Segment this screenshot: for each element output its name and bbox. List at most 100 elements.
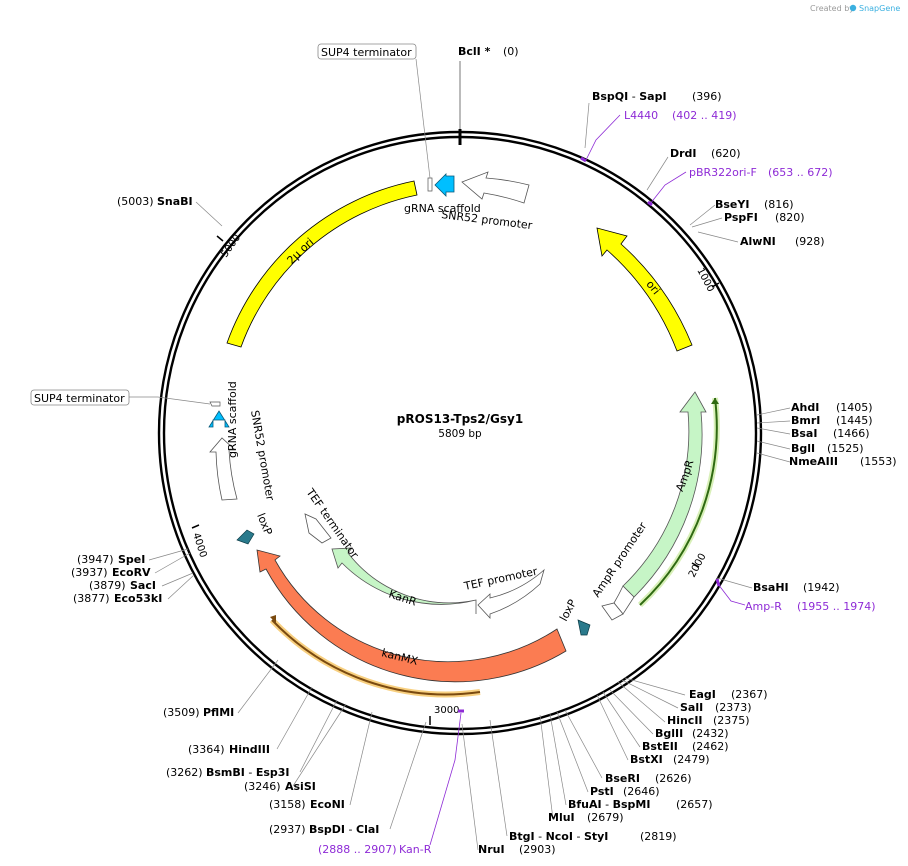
feature-tef-promoter: [477, 568, 545, 620]
snapgene-credit: Created by SnapGene: [810, 4, 900, 13]
features-inner-amp: AmpR AmpR promoter: [590, 391, 720, 621]
site-asisi: AsiSI: [285, 780, 316, 793]
site-bsai-pos: (1466): [833, 427, 870, 440]
sup4-label-left: SUP4 terminator: [34, 392, 125, 405]
feature-grna-scaffold-top: [434, 173, 455, 197]
site-ahdi-pos: (1405): [836, 401, 873, 414]
label-grna-scaffold-top: gRNA scaffold: [404, 202, 481, 215]
site-saci: SacI: [130, 579, 156, 592]
site-alwni-pos: (928): [795, 235, 825, 248]
site-top: BclI * (0): [458, 45, 519, 129]
credit-text: Created by: [810, 4, 854, 13]
site-bmri-pos: (1445): [836, 414, 873, 427]
feature-snr52-left: [209, 437, 238, 501]
site-bfuai-pos: (2657): [676, 798, 713, 811]
tick-label-3000: 3000: [434, 705, 459, 716]
primer-markers: [429, 114, 746, 846]
site-bspqi-pos: (396): [692, 90, 722, 103]
features-outer: ori 2μ ori gRNA scaffold SNR52 promoter: [226, 171, 693, 352]
site-eco53ki-pos: (3877): [73, 592, 110, 605]
site-btgi-pos: (2819): [640, 830, 677, 843]
site-nrui: NruI: [478, 843, 505, 856]
feature-2mu-ori: [226, 180, 418, 348]
sup4-box-top: [317, 43, 417, 60]
label-snr52-left: SNR52 promoter: [248, 409, 277, 502]
primer-bar-ampr: [639, 397, 718, 606]
site-hincii: HincII: [667, 714, 703, 727]
site-sali: SalI: [680, 701, 703, 714]
label-loxp-right: loxP: [557, 597, 579, 623]
primer-ampr-name: Amp-R: [745, 600, 782, 613]
site-hindiii-pos: (3364): [188, 743, 225, 756]
feature-ampr-promoter-head: [601, 602, 624, 621]
snapgene-logo-icon: [849, 4, 857, 12]
site-pflmi: PflMI: [203, 706, 234, 719]
primer-l4440-range: (402 .. 419): [672, 109, 737, 122]
site-bstxi: BstXI: [630, 753, 663, 766]
label-snr52-top: SNR52 promoter: [441, 208, 534, 232]
site-snabi-pos: (5003): [117, 195, 154, 208]
primer-pbr322-name: pBR322ori-F: [689, 166, 757, 179]
feature-ori: [596, 227, 693, 352]
primer-mark-l4440: [580, 156, 587, 163]
site-bfuai: BfuAI - BspMI: [568, 798, 650, 811]
site-hincii-pos: (2375): [713, 714, 750, 727]
site-nrui-pos: (2903): [519, 843, 556, 856]
feature-loxp-left: [236, 529, 255, 545]
plasmid-title: pROS13-Tps2/Gsy1 5809 bp: [397, 412, 523, 440]
site-bseyi-pos: (816): [764, 198, 794, 211]
plasmid-name: pROS13-Tps2/Gsy1: [397, 412, 523, 426]
label-grna-scaffold-left: gRNA scaffold: [226, 381, 239, 458]
primer-bar-ampr-head: [711, 398, 719, 404]
label-kanr: KanR: [387, 587, 418, 608]
site-psti-pos: (2646): [623, 785, 660, 798]
site-bmri: BmrI: [791, 414, 820, 427]
site-drdi: DrdI: [670, 147, 697, 160]
site-bcli-enzyme: BclI *: [458, 45, 491, 58]
credit-brand: SnapGene: [859, 4, 900, 13]
site-bsmbi: BsmBI - Esp3I: [206, 766, 290, 779]
site-mlui: MluI: [548, 811, 575, 824]
site-sali-pos: (2373): [715, 701, 752, 714]
sites-right: BspQI - SapI (396) L4440 (402 .. 419) Dr…: [478, 90, 897, 856]
tick-2000: [691, 562, 700, 568]
primer-kanr-name: Kan-R: [399, 843, 432, 856]
site-bspqi: BspQI - SapI: [592, 90, 667, 103]
site-nmeaiii-pos: (1553): [860, 455, 897, 468]
label-loxp-left: loxP: [254, 511, 275, 537]
site-nmeaiii: NmeAIII: [789, 455, 838, 468]
features-inner-kan: KanR TEF promoter TEF terminator: [303, 485, 545, 620]
site-bgli-pos: (1525): [827, 442, 864, 455]
site-bspdi-pos: (2937): [269, 823, 306, 836]
site-bgli: BglI: [791, 442, 815, 455]
site-eagi-pos: (2367): [731, 688, 768, 701]
site-bsahi: BsaHI: [753, 581, 789, 594]
site-bseyi: BseYI: [715, 198, 749, 211]
feature-sup4-left: [209, 401, 221, 407]
primer-bar-kanr: [271, 619, 481, 696]
feature-sup4-top: [427, 177, 433, 192]
site-bsmbi-pos: (3262): [166, 766, 203, 779]
sup4-leader-top: [415, 58, 431, 179]
sup4-label-top: SUP4 terminator: [321, 46, 412, 59]
tick-label-2000: 2000: [687, 552, 709, 580]
site-bseri: BseRI: [605, 772, 640, 785]
site-ecorv-pos: (3937): [71, 566, 108, 579]
site-eagi: EagI: [689, 688, 716, 701]
site-pflmi-pos: (3509): [163, 706, 200, 719]
feature-loxp-right: [577, 619, 591, 636]
site-asisi-pos: (3246): [244, 780, 281, 793]
site-ahdi: AhdI: [791, 401, 819, 414]
tick-label-4000: 4000: [190, 532, 208, 560]
primer-l4440-name: L4440: [624, 109, 658, 122]
feature-snr52-top: [461, 171, 530, 204]
site-bsai: BsaI: [791, 427, 817, 440]
sup4-leader-left: [129, 396, 211, 405]
site-snabi: SnaBI: [157, 195, 193, 208]
sup4-callouts: SUP4 terminator SUP4 terminator: [30, 43, 431, 406]
site-econi-pos: (3158): [269, 798, 306, 811]
site-bsahi-pos: (1942): [803, 581, 840, 594]
feature-tef-terminator: [304, 513, 332, 544]
site-bseri-pos: (2626): [655, 772, 692, 785]
feature-ampr: [622, 391, 707, 598]
